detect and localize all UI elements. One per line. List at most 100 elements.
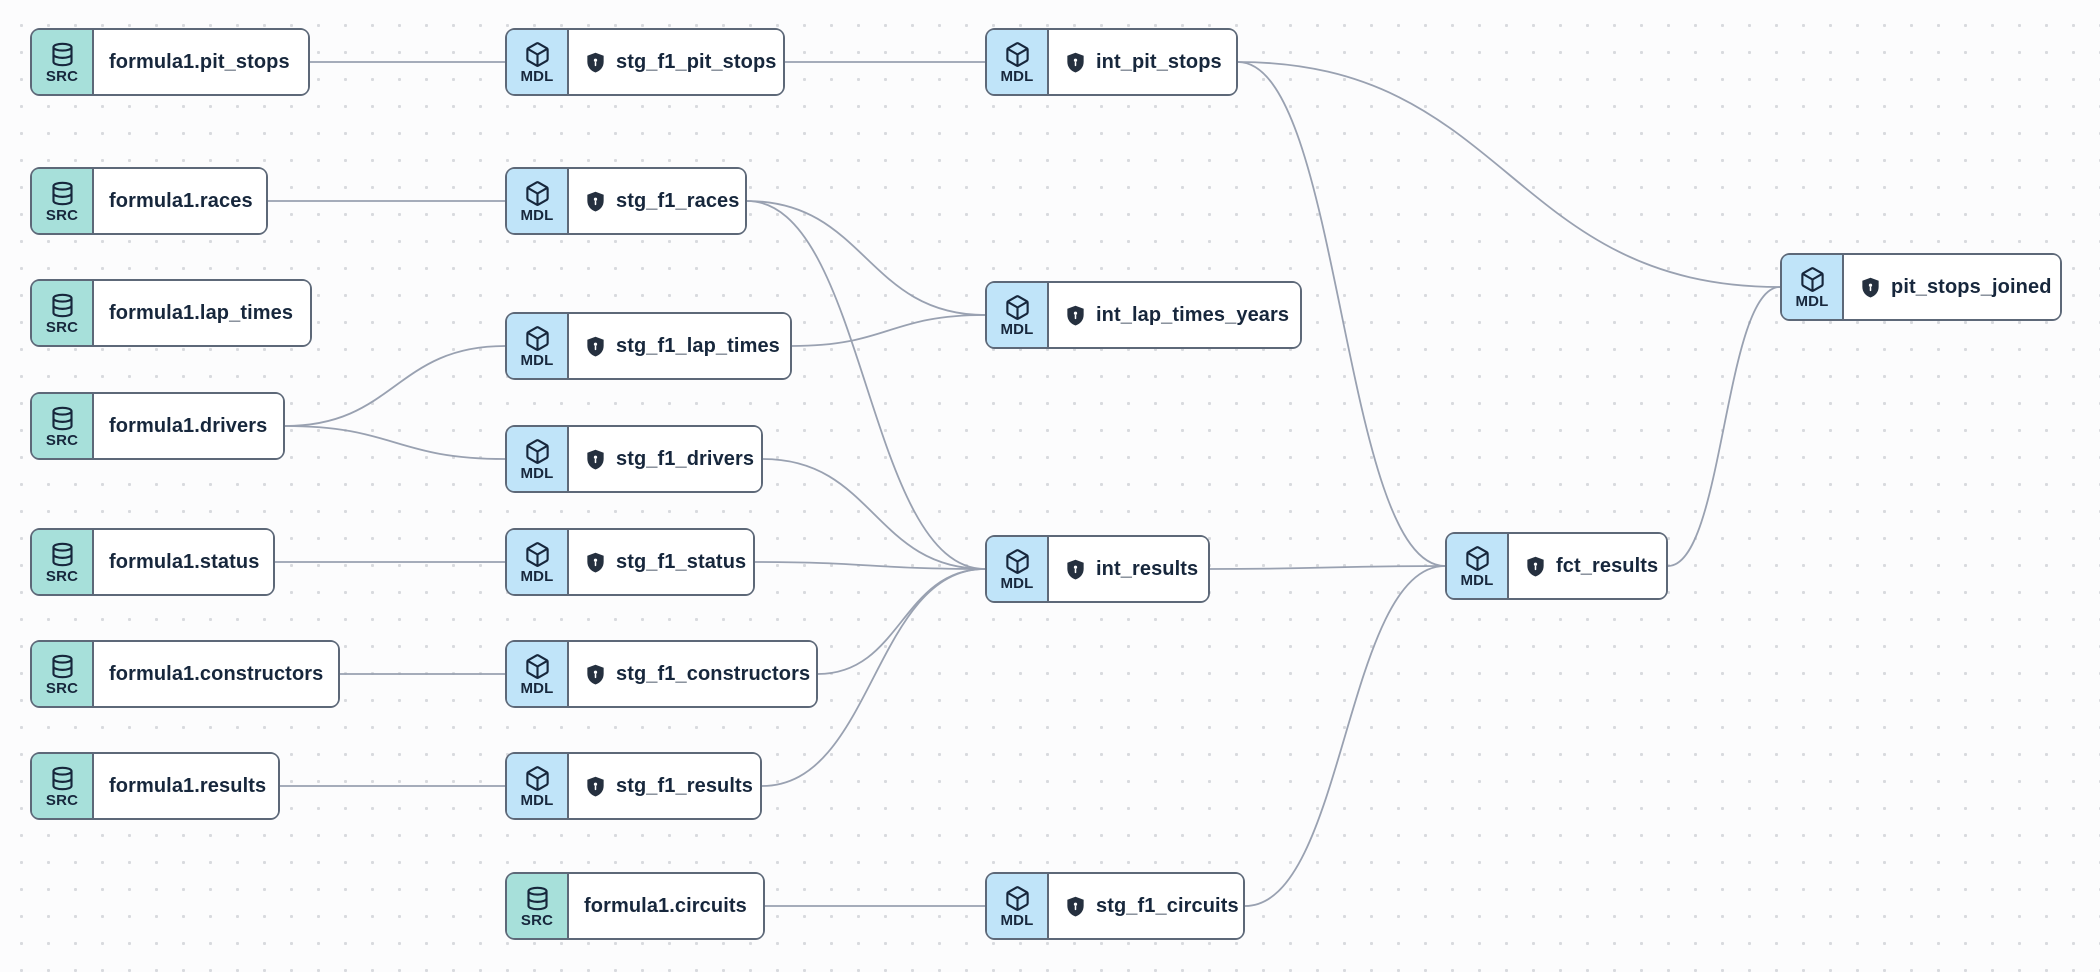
- node-type-label: SRC: [45, 318, 79, 336]
- node-type-label: SRC: [45, 67, 79, 85]
- lineage-node-src_results[interactable]: SRC formula1.results: [30, 752, 280, 820]
- node-type-label: SRC: [45, 206, 79, 224]
- node-type-label: MDL: [1000, 320, 1034, 338]
- node-body: formula1.results: [94, 754, 278, 818]
- database-icon: [49, 292, 76, 319]
- cube-icon: [524, 438, 551, 465]
- node-type-badge: SRC: [32, 530, 94, 594]
- node-type-badge: MDL: [507, 530, 569, 594]
- node-body: stg_f1_lap_times: [569, 314, 790, 378]
- lineage-node-src_status[interactable]: SRC formula1.status: [30, 528, 275, 596]
- shield-icon: [1064, 558, 1087, 581]
- shield-icon: [1524, 555, 1547, 578]
- node-body: stg_f1_results: [569, 754, 760, 818]
- cube-icon: [524, 180, 551, 207]
- node-type-badge: MDL: [987, 283, 1049, 347]
- lineage-node-stg_f1_circuits[interactable]: MDL stg_f1_circuits: [985, 872, 1245, 940]
- node-body: int_lap_times_years: [1049, 283, 1300, 347]
- node-body: stg_f1_status: [569, 530, 753, 594]
- node-label: stg_f1_constructors: [616, 662, 811, 685]
- node-type-badge: MDL: [507, 754, 569, 818]
- shield-icon: [584, 775, 607, 798]
- node-body: formula1.constructors: [94, 642, 338, 706]
- node-type-badge: MDL: [987, 30, 1049, 94]
- shield-icon: [584, 663, 607, 686]
- node-label: stg_f1_circuits: [1096, 894, 1239, 917]
- edge-int_results-to-fct_results: [1209, 565, 1446, 570]
- lineage-node-int_pit_stops[interactable]: MDL int_pit_stops: [985, 28, 1238, 96]
- node-body: formula1.lap_times: [94, 281, 310, 345]
- shield-icon: [1859, 276, 1882, 299]
- database-icon: [49, 541, 76, 568]
- node-body: fct_results: [1509, 534, 1666, 598]
- node-body: formula1.circuits: [569, 874, 763, 938]
- edge-stg_f1_status-to-int_results: [754, 561, 986, 570]
- database-icon: [49, 180, 76, 207]
- lineage-node-src_circuits[interactable]: SRC formula1.circuits: [505, 872, 765, 940]
- cube-icon: [524, 541, 551, 568]
- node-label: stg_f1_lap_times: [616, 334, 780, 357]
- edge-stg_f1_races-to-int_lap_times_years: [746, 200, 986, 316]
- node-type-badge: MDL: [507, 169, 569, 233]
- database-icon: [49, 653, 76, 680]
- node-type-badge: MDL: [987, 874, 1049, 938]
- node-type-label: SRC: [45, 567, 79, 585]
- node-type-label: MDL: [520, 567, 554, 585]
- lineage-node-stg_f1_lap_times[interactable]: MDL stg_f1_lap_times: [505, 312, 792, 380]
- lineage-node-fct_results[interactable]: MDL fct_results: [1445, 532, 1668, 600]
- lineage-node-src_drivers[interactable]: SRC formula1.drivers: [30, 392, 285, 460]
- node-label: formula1.circuits: [584, 894, 747, 917]
- cube-icon: [1004, 885, 1031, 912]
- lineage-node-int_lap_times_years[interactable]: MDL int_lap_times_years: [985, 281, 1302, 349]
- database-icon: [49, 41, 76, 68]
- cube-icon: [1004, 41, 1031, 68]
- node-type-label: SRC: [45, 791, 79, 809]
- lineage-node-src_races[interactable]: SRC formula1.races: [30, 167, 268, 235]
- node-type-label: MDL: [520, 351, 554, 369]
- node-type-badge: MDL: [507, 30, 569, 94]
- cube-icon: [1004, 548, 1031, 575]
- node-body: formula1.races: [94, 169, 266, 233]
- node-type-badge: MDL: [507, 314, 569, 378]
- node-type-label: MDL: [520, 67, 554, 85]
- cube-icon: [1464, 545, 1491, 572]
- node-type-label: SRC: [45, 431, 79, 449]
- lineage-node-src_lap_times[interactable]: SRC formula1.lap_times: [30, 279, 312, 347]
- node-label: stg_f1_drivers: [616, 447, 755, 470]
- cube-icon: [524, 765, 551, 792]
- node-label: formula1.lap_times: [109, 301, 294, 324]
- node-type-badge: SRC: [507, 874, 569, 938]
- node-body: int_pit_stops: [1049, 30, 1236, 94]
- edge-src_drivers-to-stg_f1_drivers: [284, 425, 506, 460]
- node-type-badge: SRC: [32, 642, 94, 706]
- lineage-node-stg_f1_constructors[interactable]: MDL stg_f1_constructors: [505, 640, 818, 708]
- node-type-badge: SRC: [32, 281, 94, 345]
- node-type-label: MDL: [1000, 911, 1034, 929]
- node-label: formula1.status: [109, 550, 260, 573]
- node-body: stg_f1_circuits: [1049, 874, 1243, 938]
- node-label: formula1.drivers: [109, 414, 268, 437]
- shield-icon: [1064, 895, 1087, 918]
- node-label: int_pit_stops: [1096, 50, 1222, 73]
- lineage-node-src_pit_stops[interactable]: SRC formula1.pit_stops: [30, 28, 310, 96]
- lineage-node-stg_f1_status[interactable]: MDL stg_f1_status: [505, 528, 755, 596]
- node-label: formula1.results: [109, 774, 267, 797]
- node-body: formula1.drivers: [94, 394, 283, 458]
- node-label: formula1.pit_stops: [109, 50, 290, 73]
- node-type-label: MDL: [1460, 571, 1494, 589]
- database-icon: [49, 765, 76, 792]
- shield-icon: [1064, 304, 1087, 327]
- edge-stg_f1_results-to-int_results: [761, 568, 986, 787]
- node-label: int_results: [1096, 557, 1199, 580]
- node-label: stg_f1_status: [616, 550, 747, 573]
- node-type-badge: MDL: [507, 642, 569, 706]
- cube-icon: [524, 325, 551, 352]
